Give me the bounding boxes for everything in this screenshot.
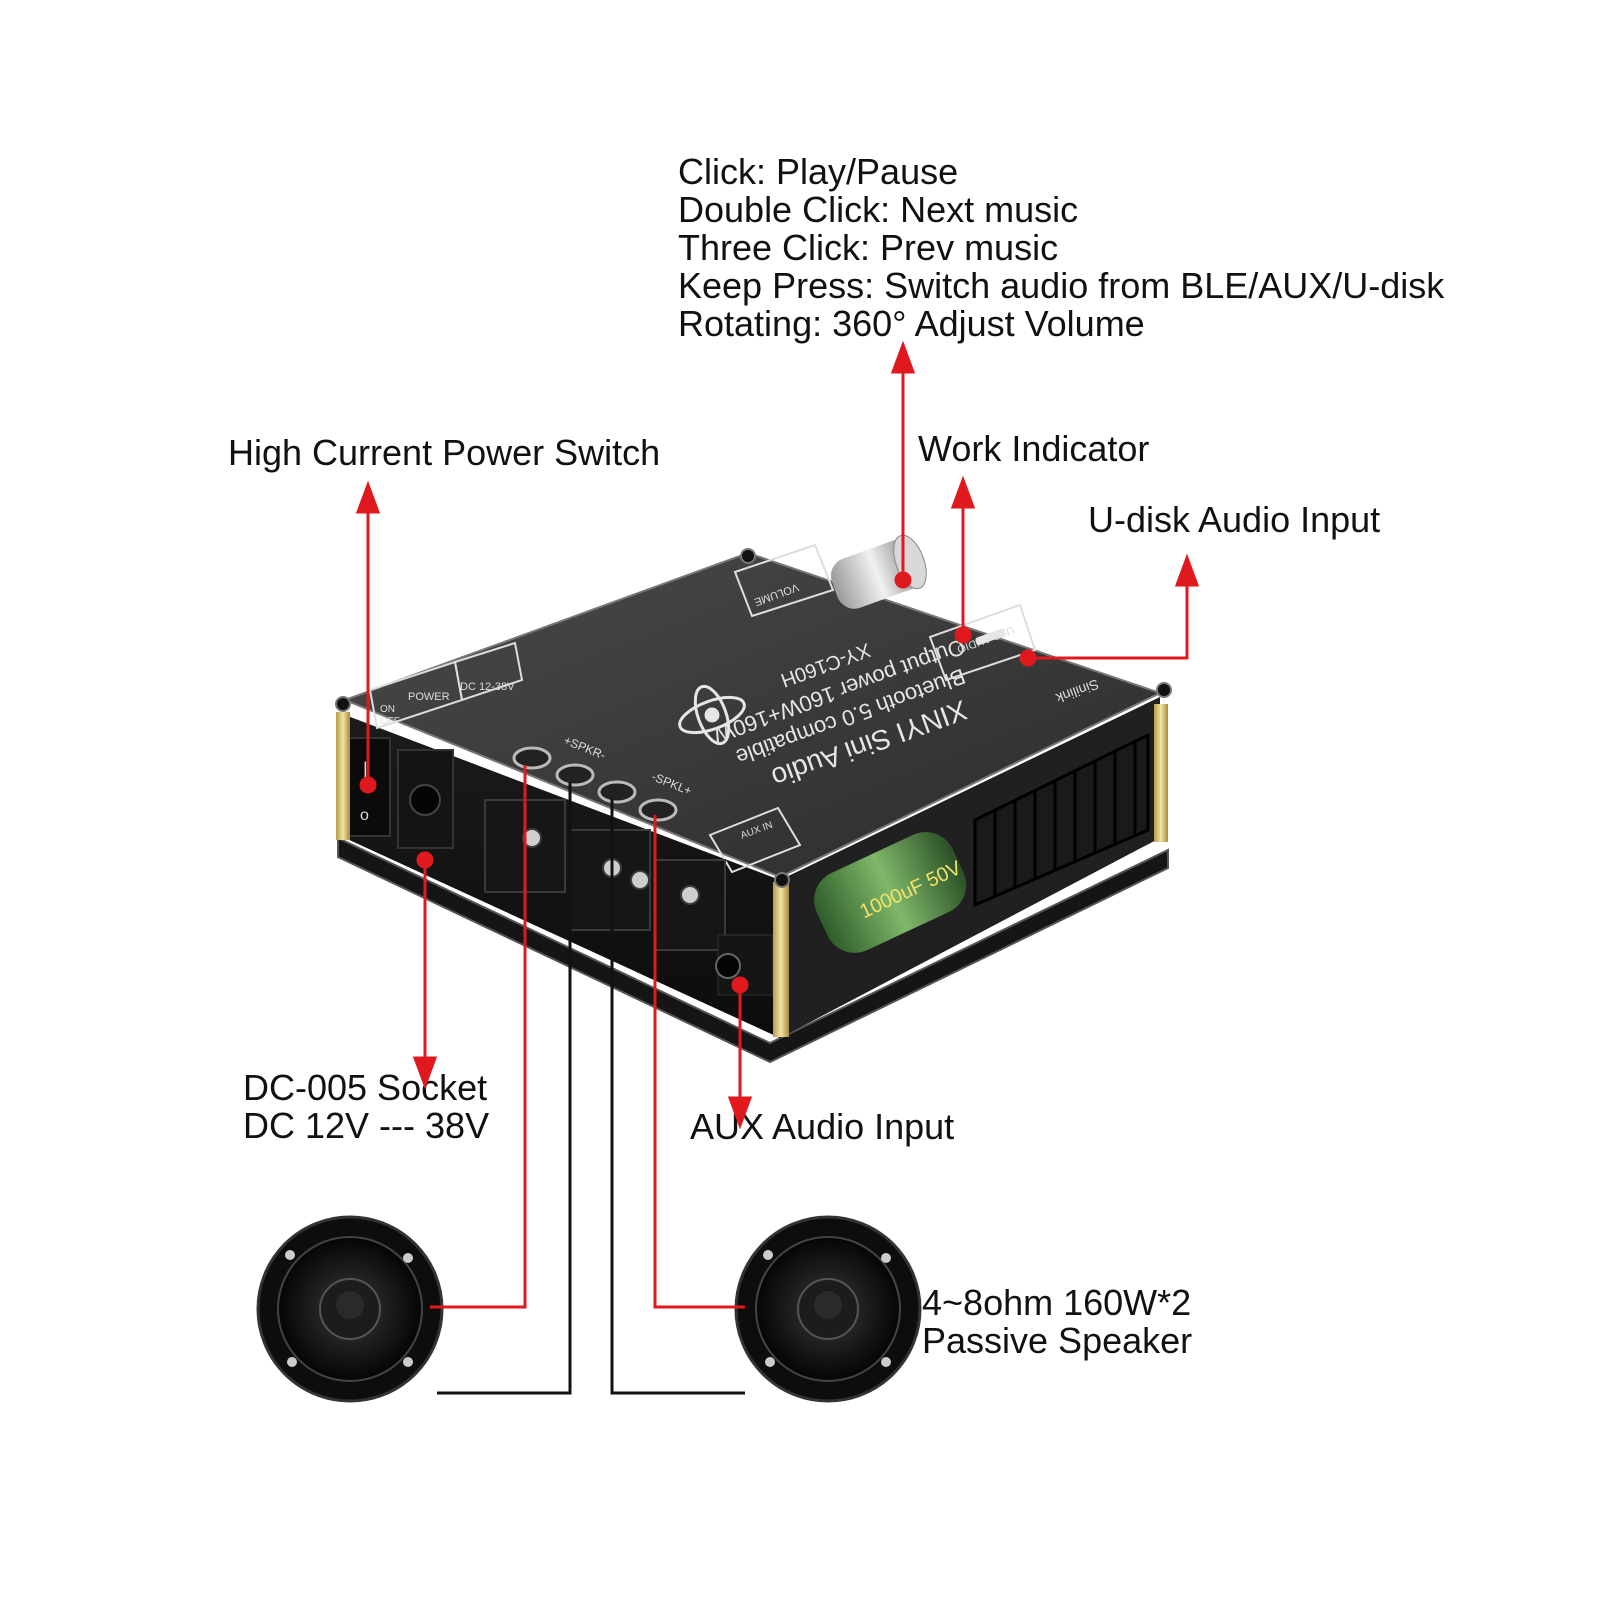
heatsink bbox=[973, 732, 1150, 908]
left-speaker-black-wire bbox=[437, 782, 572, 1395]
knob-functions-text: Click: Play/Pause Double Click: Next mus… bbox=[678, 153, 1444, 343]
power-switch-arrow bbox=[355, 480, 381, 794]
knob-function-line: Three Click: Prev music bbox=[678, 227, 1059, 268]
corner-screws bbox=[335, 548, 1172, 888]
knob-function-line: Rotating: 360° Adjust Volume bbox=[678, 303, 1145, 344]
brass-standoffs bbox=[336, 704, 1168, 1037]
dc-jack bbox=[397, 749, 454, 849]
aux-arrow bbox=[727, 976, 753, 1130]
power-panel bbox=[368, 641, 524, 730]
bottom-plate bbox=[337, 836, 1169, 1064]
capacitor: 1000uF 50V bbox=[814, 832, 967, 953]
dc-socket-line1: DC-005 Socket bbox=[243, 1067, 488, 1108]
speaker-wires bbox=[430, 765, 745, 1395]
amplifier-board: 1000uF 50V XINYI Sini Audio Bluetooth 5.… bbox=[335, 534, 1172, 1064]
usb-port-icon bbox=[975, 628, 1005, 646]
callout-arrows bbox=[355, 340, 1200, 1130]
switch-on-mark: | bbox=[363, 759, 368, 779]
speaker-right bbox=[734, 1215, 922, 1403]
aux-input-label: AUX Audio Input bbox=[690, 1106, 955, 1147]
knob-function-line: Keep Press: Switch audio from BLE/AUX/U-… bbox=[678, 265, 1445, 306]
speaker-left bbox=[256, 1215, 444, 1403]
knob-function-line: Double Click: Next music bbox=[678, 189, 1079, 230]
power-switch-label: High Current Power Switch bbox=[228, 432, 661, 473]
dc-socket-line2: DC 12V --- 38V bbox=[243, 1105, 490, 1146]
switch-off-label: OFF bbox=[380, 716, 400, 727]
speaker-spec-line2: Passive Speaker bbox=[922, 1320, 1193, 1361]
switch-off-mark: o bbox=[360, 807, 369, 824]
switch-on-label: ON bbox=[380, 704, 395, 715]
left-speaker-red-wire bbox=[430, 765, 527, 1309]
speaker-terminal-blocks bbox=[484, 799, 726, 951]
power-panel-label: POWER bbox=[408, 691, 450, 703]
knob-function-line: Click: Play/Pause bbox=[678, 151, 959, 192]
knob-arrow bbox=[890, 340, 916, 589]
right-speaker-red-wire bbox=[653, 815, 745, 1309]
udisk-input-label: U-disk Audio Input bbox=[1088, 499, 1381, 540]
dc-range-label: DC 12-38V bbox=[460, 681, 515, 693]
work-indicator-label: Work Indicator bbox=[918, 428, 1150, 469]
speaker-spec-line1: 4~8ohm 160W*2 bbox=[922, 1282, 1192, 1323]
speaker-spec-label: 4~8ohm 160W*2 Passive Speaker bbox=[922, 1284, 1192, 1360]
right-speaker-black-wire bbox=[610, 798, 745, 1395]
work-indicator-arrow bbox=[950, 475, 976, 644]
terminal-screws bbox=[512, 746, 678, 822]
board-logo-icon bbox=[678, 684, 746, 746]
dc-socket-arrow bbox=[412, 851, 438, 1090]
udisk-arrow bbox=[1019, 553, 1200, 667]
dc-socket-label: DC-005 Socket DC 12V --- 38V bbox=[243, 1069, 489, 1145]
